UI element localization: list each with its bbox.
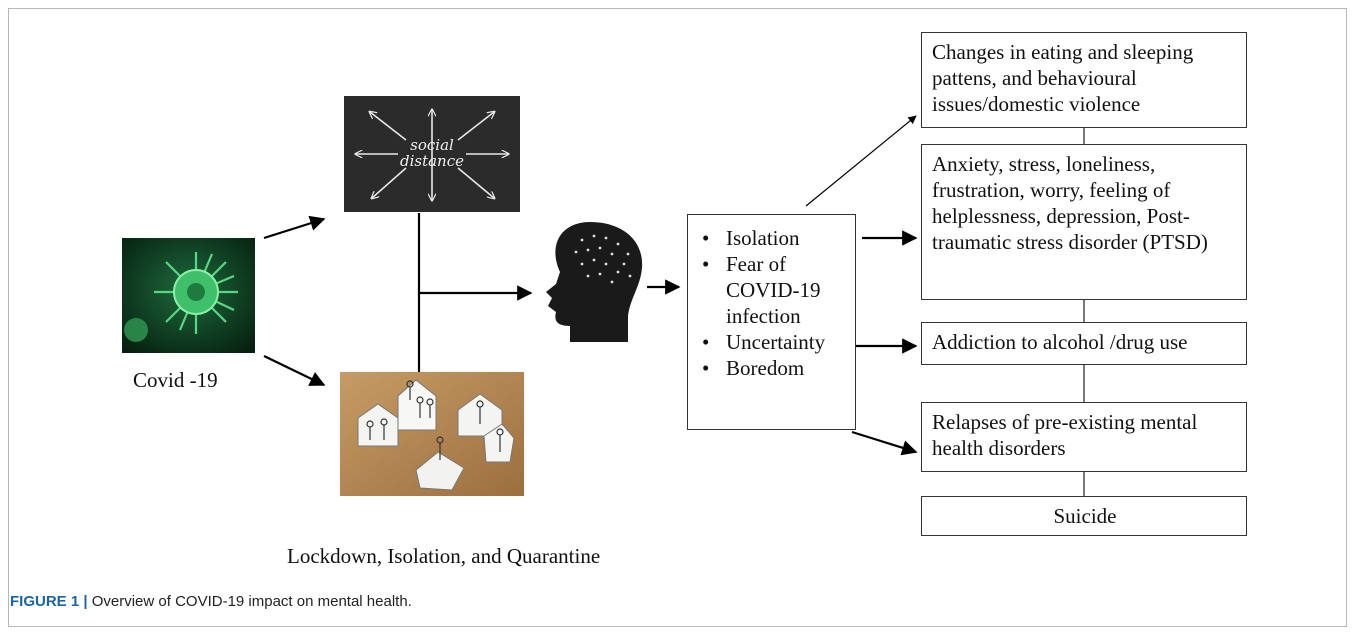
factor-item: Isolation	[698, 225, 847, 251]
head-silhouette-icon	[546, 222, 643, 342]
factor-item: Boredom	[698, 355, 847, 381]
outcome-box-eating-sleeping: Changes in eating and sleeping pattens, …	[921, 32, 1247, 128]
factor-item: Uncertainty	[698, 329, 847, 355]
connector-lines	[263, 213, 918, 456]
caption-label: FIGURE 1 |	[10, 593, 88, 610]
arrow-to-eating	[805, 115, 917, 207]
caption-text: Overview of COVID-19 impact on mental he…	[87, 593, 412, 610]
covid-label: Covid -19	[133, 368, 218, 392]
factors-box: Isolation Fear of COVID-19 infection Unc…	[687, 214, 856, 430]
outcome-box-addiction: Addiction to alcohol /drug use	[921, 322, 1247, 365]
outcome-box-suicide: Suicide	[921, 496, 1247, 536]
virus-image	[122, 238, 255, 353]
lockdown-label: Lockdown, Isolation, and Quarantine	[287, 544, 601, 568]
outcome-box-anxiety: Anxiety, stress, loneliness, frustration…	[921, 144, 1247, 300]
factor-item: Fear of COVID-19 infection	[698, 251, 847, 329]
figure-caption: FIGURE 1 | Overview of COVID-19 impact o…	[10, 593, 412, 610]
distance-text: distance	[400, 152, 464, 170]
social-text: social	[410, 136, 454, 154]
lockdown-image	[340, 372, 524, 496]
social-distance-image: social distance	[344, 96, 520, 212]
outcome-box-relapse: Relapses of pre-existing mental health d…	[921, 402, 1247, 472]
